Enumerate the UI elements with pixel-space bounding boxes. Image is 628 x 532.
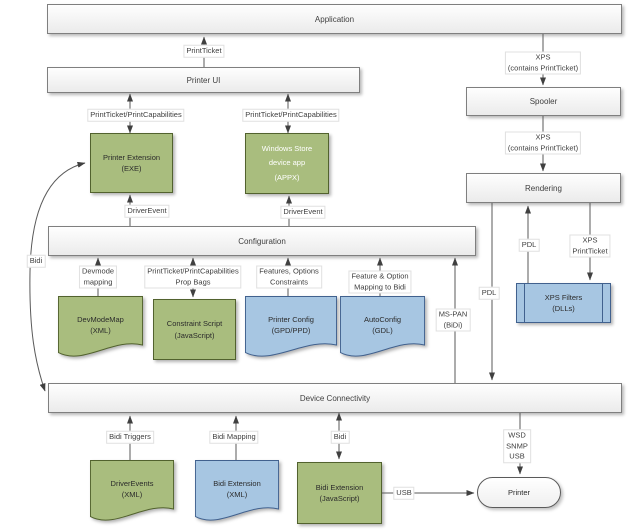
node-device-connectivity-label: Device Connectivity	[299, 393, 371, 403]
node-constraint-script-label: Constraint Script (JavaScript)	[166, 319, 223, 340]
node-devmodemap: DevModeMap (XML)	[58, 296, 143, 362]
node-printer-extension: Printer Extension (EXE)	[90, 133, 173, 193]
label-feature-option-mapping-to-bidi: Feature & Option Mapping to Bidi	[348, 270, 412, 294]
node-bidi-extension-javascript-label: Bidi Extension (JavaScript)	[315, 482, 364, 503]
node-printer-ui-label: Printer UI	[186, 75, 221, 85]
node-autoconfig: AutoConfig (GDL)	[340, 296, 425, 362]
node-printer-ui: Printer UI	[47, 67, 360, 93]
label-features-options-constraints: Features, Options Constraints	[256, 265, 322, 289]
label-usb: USB	[393, 486, 415, 500]
label-bidi-triggers: Bidi Triggers	[106, 430, 154, 444]
node-windows-store-device-app: Windows Store device app (APPX)	[245, 133, 329, 194]
node-printer-config: Printer Config (GPD/PPD)	[245, 296, 337, 362]
node-spooler: Spooler	[466, 87, 621, 116]
node-spooler-label: Spooler	[529, 97, 558, 106]
node-application: Application	[47, 4, 622, 34]
document-shape	[90, 460, 174, 526]
predef-side-bar	[524, 284, 525, 322]
node-printer: Printer	[477, 477, 561, 508]
label-bidi-mapping: Bidi Mapping	[209, 430, 259, 444]
label-pdl-right: PDL	[518, 238, 540, 252]
label-bidi-curve: Bidi	[26, 254, 46, 268]
label-printticket-printcapabilities-right: PrintTicket/PrintCapabilities	[242, 108, 340, 122]
node-printer-config-label: Printer Config (GPD/PPD)	[268, 314, 314, 336]
node-rendering: Rendering	[466, 173, 621, 203]
node-printer-extension-label: Printer Extension (EXE)	[102, 152, 161, 173]
node-xps-filters-label: XPS Filters (DLLs)	[544, 292, 583, 313]
label-driverevent-right: DriverEvent	[280, 205, 326, 219]
node-bidi-extension-xml-label: Bidi Extension (XML)	[213, 478, 261, 500]
node-autoconfig-label: AutoConfig (GDL)	[363, 314, 402, 336]
label-xps-printticket: XPS PrintTicket	[569, 234, 611, 258]
node-devmodemap-label: DevModeMap (XML)	[77, 314, 124, 336]
label-xps-contains-printticket-1: XPS (contains PrintTicket)	[504, 51, 582, 75]
document-shape	[340, 296, 425, 362]
node-rendering-label: Rendering	[525, 183, 562, 193]
node-device-connectivity: Device Connectivity	[48, 383, 622, 413]
node-bidi-extension-xml: Bidi Extension (XML)	[195, 460, 279, 526]
node-windows-store-device-app-label: Windows Store device app (APPX)	[261, 144, 313, 182]
node-printer-label: Printer	[507, 488, 531, 497]
predef-side-bar	[602, 284, 603, 322]
label-printticket: PrintTicket	[183, 44, 225, 58]
node-bidi-extension-javascript: Bidi Extension (JavaScript)	[297, 462, 382, 524]
node-driverevents-label: DriverEvents (XML)	[110, 478, 154, 500]
document-shape	[195, 460, 279, 526]
label-xps-contains-printticket-2: XPS (contains PrintTicket)	[504, 131, 582, 155]
node-application-label: Application	[314, 14, 355, 24]
node-configuration: Configuration	[48, 226, 476, 256]
label-bidi-bottom: Bidi	[330, 430, 350, 444]
label-prop-bags: PrintTicket/PrintCapabilities Prop Bags	[144, 265, 242, 289]
node-configuration-label: Configuration	[238, 236, 286, 246]
node-constraint-script: Constraint Script (JavaScript)	[153, 299, 236, 360]
label-wsd-snmp-usb: WSD SNMP USB	[503, 429, 531, 463]
node-xps-filters: XPS Filters (DLLs)	[516, 283, 611, 323]
label-devmode-mapping: Devmode mapping	[78, 265, 118, 289]
label-ms-pan-bidi: MS-PAN (BiDi)	[435, 308, 471, 332]
node-driverevents: DriverEvents (XML)	[90, 460, 174, 526]
label-driverevent-left: DriverEvent	[124, 204, 170, 218]
label-pdl-left: PDL	[478, 286, 500, 300]
document-shape	[245, 296, 337, 362]
label-printticket-printcapabilities-left: PrintTicket/PrintCapabilities	[87, 108, 185, 122]
